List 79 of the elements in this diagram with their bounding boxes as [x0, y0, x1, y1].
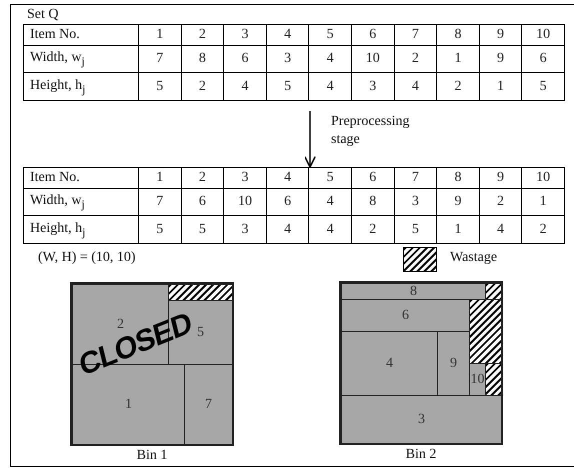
table-cell: 10 — [224, 188, 266, 216]
arrow — [304, 111, 316, 168]
table-cell: 8 — [181, 46, 224, 72]
table-cell: 10 — [522, 168, 564, 188]
formula-text: (W, H) = (10, 10) — [38, 250, 136, 266]
data-table — [23, 167, 565, 244]
table-cell: 4 — [308, 46, 352, 72]
table-cell: 7 — [138, 188, 182, 216]
table-cell: 9 — [479, 46, 522, 72]
table-cell: 1 — [138, 168, 182, 188]
table-cell: 2 — [181, 72, 224, 100]
table-cell: 3 — [224, 216, 266, 244]
data-table — [23, 24, 565, 101]
bin-caption: Bin 2 — [404, 447, 438, 463]
table-cell: 3 — [224, 168, 266, 188]
table-cell: 5 — [138, 72, 182, 100]
table-cell: 1 — [436, 216, 480, 244]
table-cell: 4 — [308, 216, 352, 244]
table-cell: 2 — [394, 46, 437, 72]
table-cell: 6 — [351, 24, 394, 46]
wastage-area — [469, 299, 502, 364]
table-cell: 4 — [266, 168, 309, 188]
table-cell: 3 — [394, 188, 437, 216]
table-cell: 1 — [138, 24, 182, 46]
table-cell: 4 — [308, 188, 352, 216]
table-cell: 4 — [224, 72, 266, 100]
table-cell: 1 — [522, 188, 564, 216]
bin-caption: Bin 1 — [136, 448, 168, 464]
table-cell: 2 — [479, 188, 522, 216]
table-cell: 4 — [394, 72, 437, 100]
table-cell: 4 — [479, 216, 522, 244]
table-cell: 6 — [181, 188, 224, 216]
table-cell: 2 — [181, 168, 224, 188]
table-cell: 2 — [181, 24, 224, 46]
table-cell: 8 — [436, 24, 480, 46]
table-cell: Height, h$_{j}$ — [24, 72, 138, 100]
table-cell: Item No. — [24, 168, 138, 188]
table-cell: 5 — [308, 168, 352, 188]
table-cell: Item No. — [24, 24, 138, 46]
table-cell: 2 — [351, 216, 394, 244]
table-cell: 4 — [266, 24, 309, 46]
table-cell: 6 — [266, 188, 309, 216]
table-cell: 5 — [181, 216, 224, 244]
table-cell: 1 — [479, 72, 522, 100]
packed-item: 8 — [341, 283, 486, 300]
table-cell: 9 — [436, 188, 480, 216]
wastage-area — [168, 284, 233, 301]
table-cell: 2 — [436, 72, 480, 100]
table-cell: 1 — [436, 46, 480, 72]
table-cell: 5 — [522, 72, 564, 100]
wastage-area — [485, 283, 502, 300]
table-cell: Width, w$_{j}$ — [24, 46, 138, 72]
table-cell: 6 — [224, 46, 266, 72]
table-cell: 6 — [522, 46, 564, 72]
table-cell: Width, w$_{j}$ — [24, 188, 138, 216]
table-cell: 3 — [224, 24, 266, 46]
table-cell: 4 — [308, 72, 352, 100]
table-cell: 3 — [266, 46, 309, 72]
table-cell: 8 — [351, 188, 394, 216]
table-title: Set Q — [27, 7, 58, 23]
table-cell: 4 — [266, 216, 309, 244]
table-cell: 5 — [308, 24, 352, 46]
table-cell: 5 — [266, 72, 309, 100]
table-cell: 9 — [479, 24, 522, 46]
table-cell: 7 — [394, 24, 437, 46]
table-cell: 7 — [138, 46, 182, 72]
table-cell: 5 — [138, 216, 182, 244]
table-cell: Height, h$_{j}$ — [24, 216, 138, 244]
table-cell: 2 — [522, 216, 564, 244]
table-cell: 7 — [394, 168, 437, 188]
table-cell: 10 — [351, 46, 394, 72]
table-cell: 5 — [394, 216, 437, 244]
table-cell: 10 — [522, 24, 564, 46]
legend-label: Wastage — [450, 250, 498, 266]
wastage-area — [485, 363, 502, 396]
table-cell: 3 — [351, 72, 394, 100]
table-cell: 9 — [479, 168, 522, 188]
table-cell: 6 — [351, 168, 394, 188]
table-cell: 8 — [436, 168, 480, 188]
